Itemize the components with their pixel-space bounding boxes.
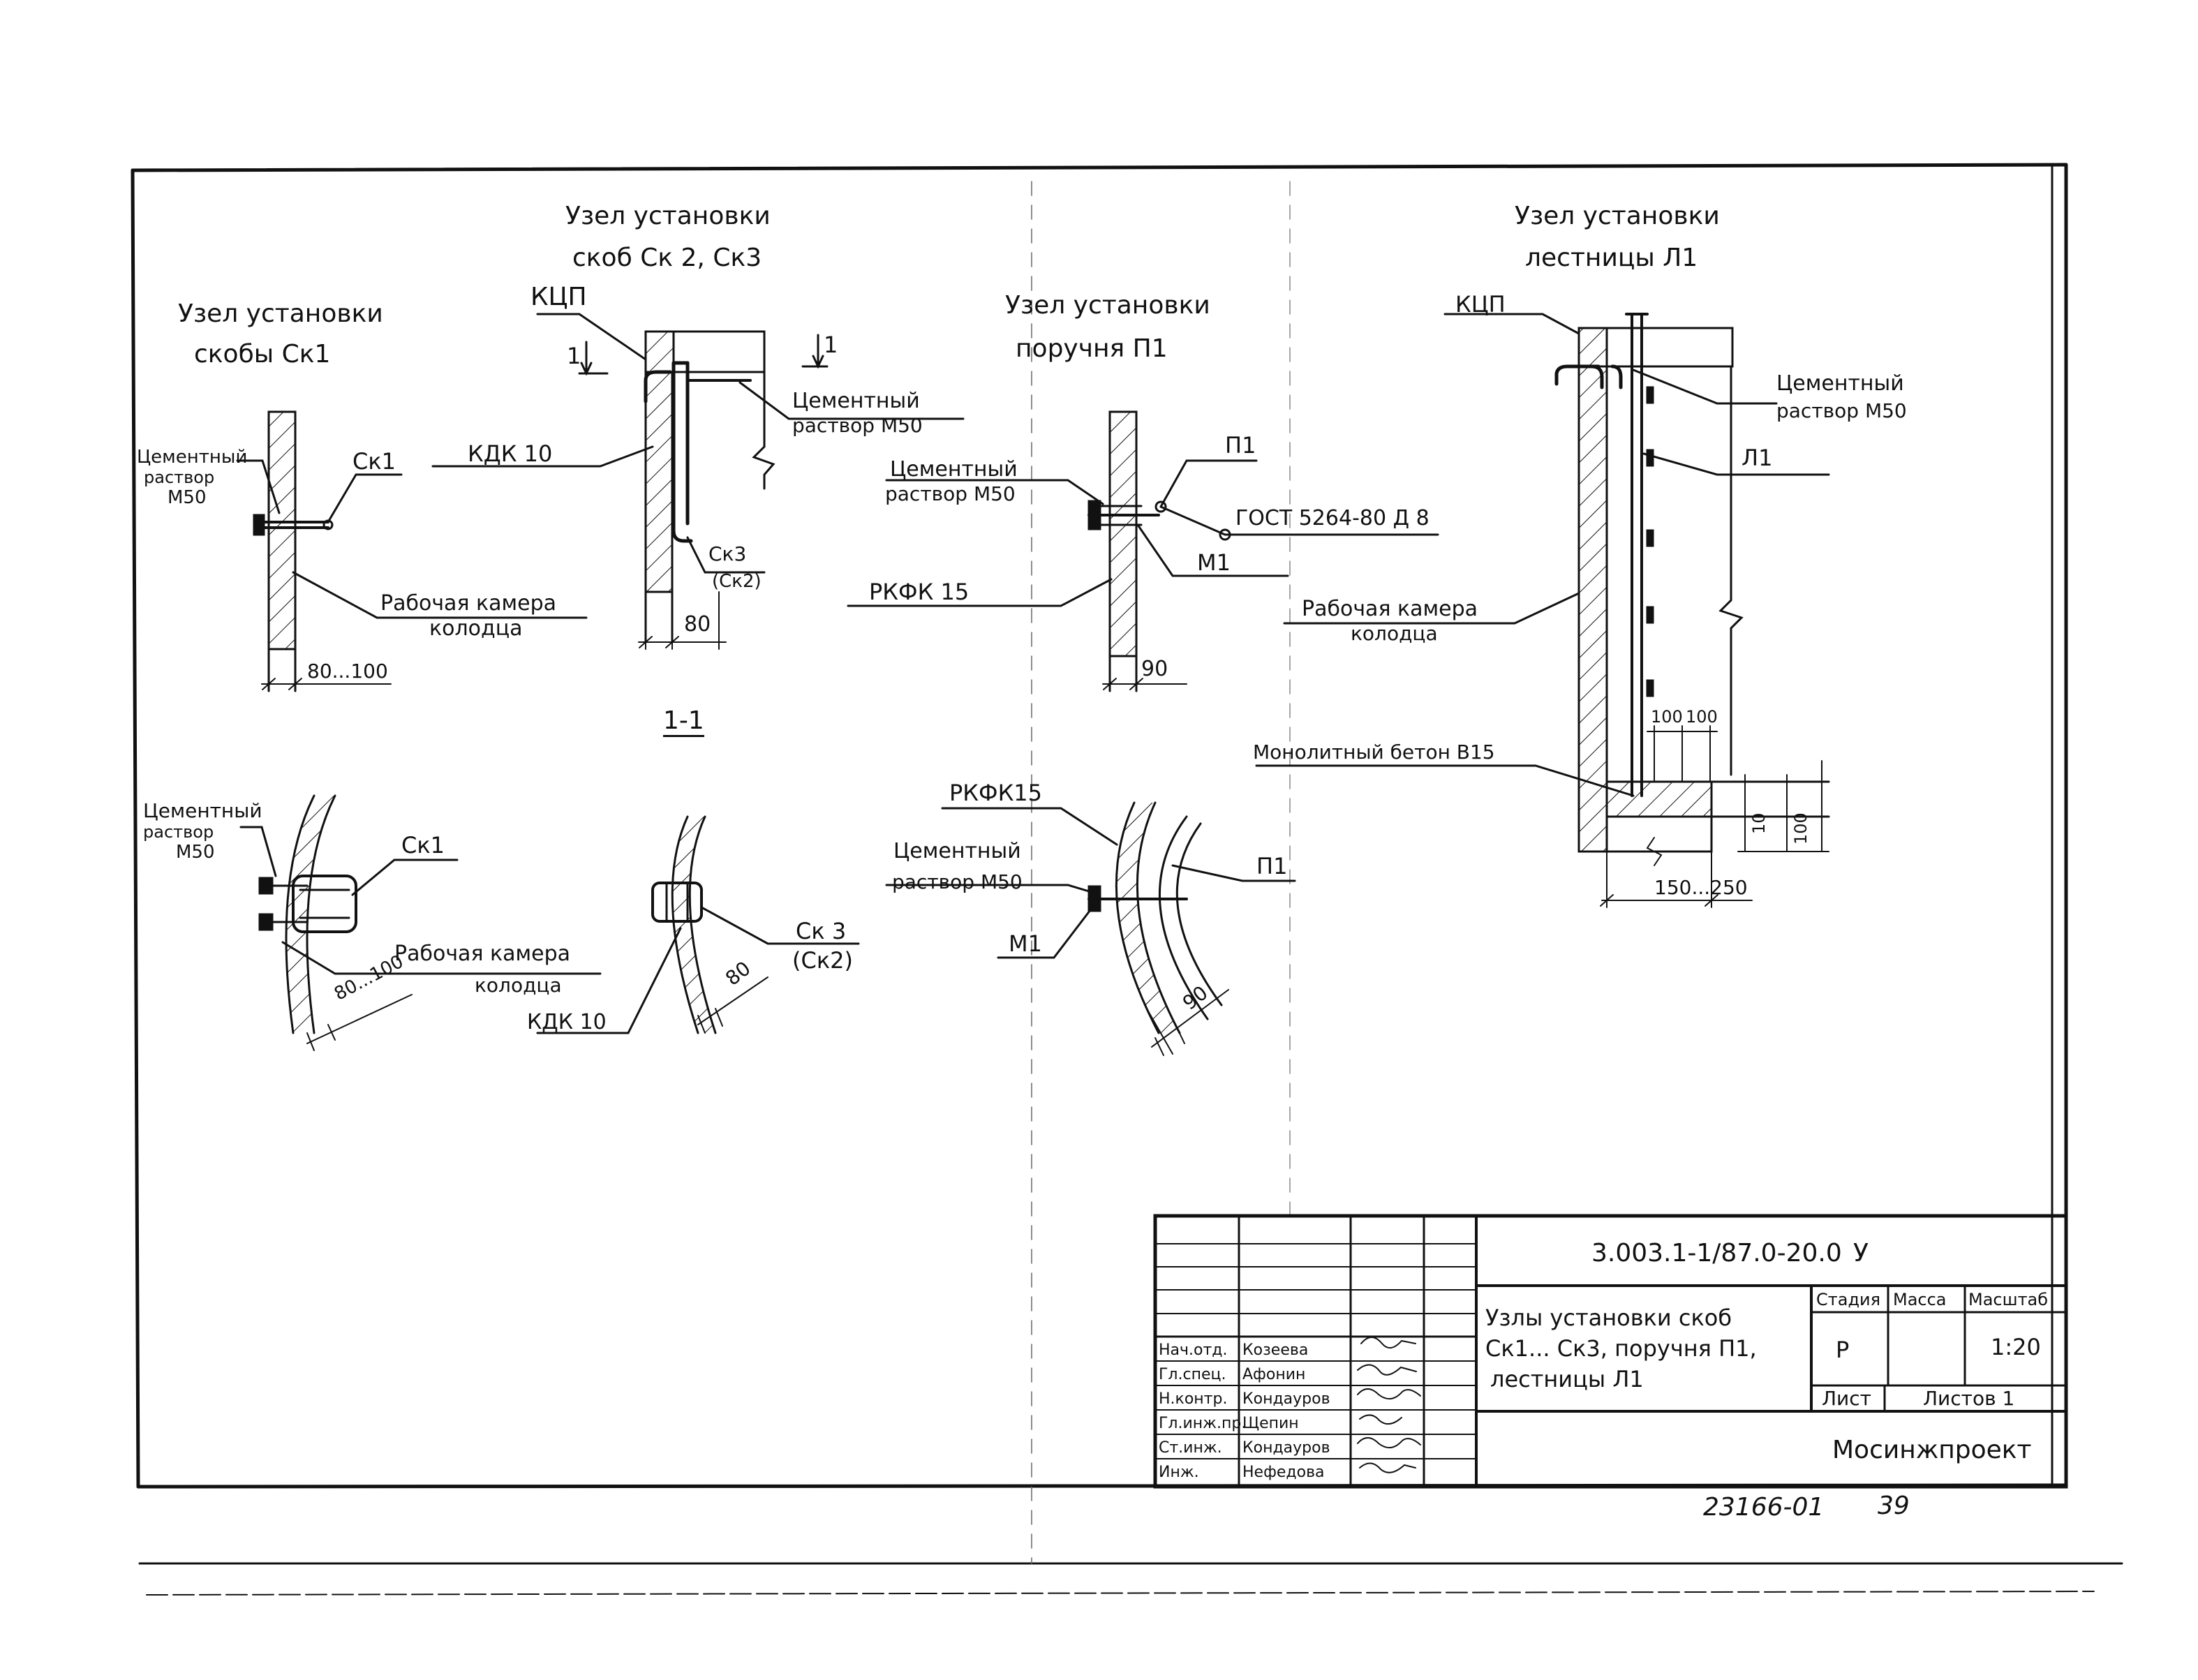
p1-mortar-label-1: Цементный xyxy=(890,457,1018,482)
sec-ck1-chamber-1: Рабочая камера xyxy=(394,942,571,966)
sig-name-3: Кондауров xyxy=(1242,1390,1330,1408)
sec-ck3-label-1: Ск 3 xyxy=(796,918,847,944)
sec-p1-p1: П1 xyxy=(1256,853,1288,879)
sec-ck1-chamber-2: колодца xyxy=(475,974,562,997)
ck1-mortar-label-2: раствор xyxy=(144,468,215,487)
sig-name-1: Козеева xyxy=(1242,1341,1309,1359)
sec-ck1-mortar-2: раствор xyxy=(143,822,214,842)
sheets-count-label: Листов 1 xyxy=(1923,1387,2015,1410)
p1-item-label: П1 xyxy=(1225,432,1256,459)
ck3-mortar-label-2: раствор М50 xyxy=(792,414,923,437)
node-l1-elevation xyxy=(1256,314,1829,907)
l1-mortar-label-2: раствор М50 xyxy=(1776,399,1907,422)
l1-chamber-label-2: колодца xyxy=(1351,622,1438,645)
l1-dim-top-2: 100 xyxy=(1686,707,1718,727)
l1-chamber-label-1: Рабочая камера xyxy=(1302,597,1478,621)
sig-name-4: Щепин xyxy=(1242,1415,1299,1432)
page-number: 39 xyxy=(1878,1492,1910,1520)
sig-role-6: Инж. xyxy=(1159,1464,1199,1481)
sec-ck1-mortar-3: М50 xyxy=(176,842,215,863)
l1-item-label: Л1 xyxy=(1742,445,1773,471)
ck1-item-label: Ск1 xyxy=(352,448,396,475)
l1-kcp-label: КЦП xyxy=(1455,291,1506,318)
section-1-1-title: 1-1 xyxy=(663,708,704,737)
sig-role-1: Нач.отд. xyxy=(1159,1341,1228,1359)
ck3-item-label: Ск3 xyxy=(708,542,747,565)
ck1-chamber-label-1: Рабочая камера xyxy=(380,591,557,616)
sig-name-2: Афонин xyxy=(1242,1366,1306,1383)
l1-dim-bottom: 150...250 xyxy=(1654,876,1748,899)
sec-p1-m1: М1 xyxy=(1009,930,1042,957)
sec-p1-mortar-1: Цементный xyxy=(893,839,1021,863)
sheet-frame xyxy=(133,165,2122,1595)
section-mark-left: 1 xyxy=(567,343,581,369)
sig-role-4: Гл.инж.пр. xyxy=(1159,1415,1247,1432)
archive-number: 23166-01 xyxy=(1703,1493,1825,1522)
ck3-kcp-label: КЦП xyxy=(530,283,587,311)
node-p1-elevation xyxy=(848,412,1438,691)
node-ck1-elevation xyxy=(237,412,586,691)
scale-header: Масштаб xyxy=(1968,1290,2049,1309)
p1-rkfk-label: РКФК 15 xyxy=(869,579,970,605)
mass-header: Масса xyxy=(1893,1290,1947,1309)
ck3-kdk-label: КДК 10 xyxy=(468,440,553,467)
node-l1-title-line1: Узел установки xyxy=(1515,202,1720,230)
p1-dim-label: 90 xyxy=(1141,657,1168,681)
section-mark-right: 1 xyxy=(824,332,838,358)
ck1-chamber-label-2: колодца xyxy=(429,616,523,641)
l1-concrete-label: Монолитный бетон В15 xyxy=(1253,741,1495,764)
stage-header: Стадия xyxy=(1816,1290,1881,1309)
sheet-label: Лист xyxy=(1822,1387,1871,1410)
node-l1-title-line2: лестницы Л1 xyxy=(1525,244,1698,272)
title-block-designation: 3.003.1-1/87.0-20.0 xyxy=(1591,1239,1842,1268)
title-block-frame xyxy=(1155,1216,2066,1487)
sec-ck3-label-2: (Ск2) xyxy=(792,947,853,974)
node-p1-title-line2: поручня П1 xyxy=(1016,334,1168,363)
sig-role-2: Гл.спец. xyxy=(1159,1366,1226,1383)
sig-role-5: Ст.инж. xyxy=(1159,1439,1222,1457)
organization-name: Мосинжпроект xyxy=(1832,1436,2032,1464)
l1-dim-side-1: 10 xyxy=(1749,812,1769,834)
ck1-mortar-label-1: Цементный xyxy=(137,447,248,468)
node-ck2-ck3-title-line2: скоб Ск 2, Ск3 xyxy=(572,244,762,272)
sheet-title-line2: Ск1... Ск3, поручня П1, xyxy=(1485,1335,1757,1362)
node-ck1-title-line1: Узел установки xyxy=(178,299,383,328)
sig-role-3: Н.контр. xyxy=(1159,1390,1228,1408)
sec-ck3-kdk: КДК 10 xyxy=(527,1010,607,1034)
l1-mortar-label-1: Цементный xyxy=(1776,371,1904,396)
ck1-mortar-label-3: М50 xyxy=(168,487,207,508)
node-p1-title-line1: Узел установки xyxy=(1005,291,1210,320)
sheet-title-line1: Узлы установки скоб xyxy=(1485,1304,1732,1331)
scale-value: 1:20 xyxy=(1991,1334,2041,1360)
sheet-title-line3: лестницы Л1 xyxy=(1490,1366,1644,1392)
ck1-dim-label: 80...100 xyxy=(307,660,388,683)
sig-name-5: Кондауров xyxy=(1242,1439,1330,1457)
sec-p1-rkfk: РКФК15 xyxy=(949,780,1042,806)
l1-dim-side-2: 100 xyxy=(1791,812,1811,845)
node-ck1-title-line2: скобы Ск1 xyxy=(194,340,331,369)
sec-ck1-label: Ск1 xyxy=(401,832,445,858)
section-ck1-plan xyxy=(241,796,600,1050)
p1-gost-label: ГОСТ 5264-80 Д 8 xyxy=(1235,506,1430,530)
stage-value: Р xyxy=(1836,1337,1850,1363)
ck3-mortar-label-1: Цементный xyxy=(792,389,920,413)
section-p1-plan xyxy=(886,803,1295,1055)
title-block-change-letter: У xyxy=(1853,1239,1869,1268)
section-ck3-plan xyxy=(537,817,859,1033)
node-ck2-ck3-elevation xyxy=(433,314,963,649)
ck2-item-label: (Ск2) xyxy=(712,571,762,592)
sec-ck1-mortar-1: Цементный xyxy=(143,799,262,822)
node-ck2-ck3-title-line1: Узел установки xyxy=(565,202,771,230)
l1-dim-top-1: 100 xyxy=(1651,707,1683,727)
ck3-dim-label: 80 xyxy=(684,612,711,637)
sec-p1-mortar-2: раствор М50 xyxy=(892,870,1023,893)
p1-m1-label: М1 xyxy=(1197,549,1231,576)
p1-mortar-label-2: раствор М50 xyxy=(885,482,1016,505)
sig-name-6: Нефедова xyxy=(1242,1464,1325,1481)
